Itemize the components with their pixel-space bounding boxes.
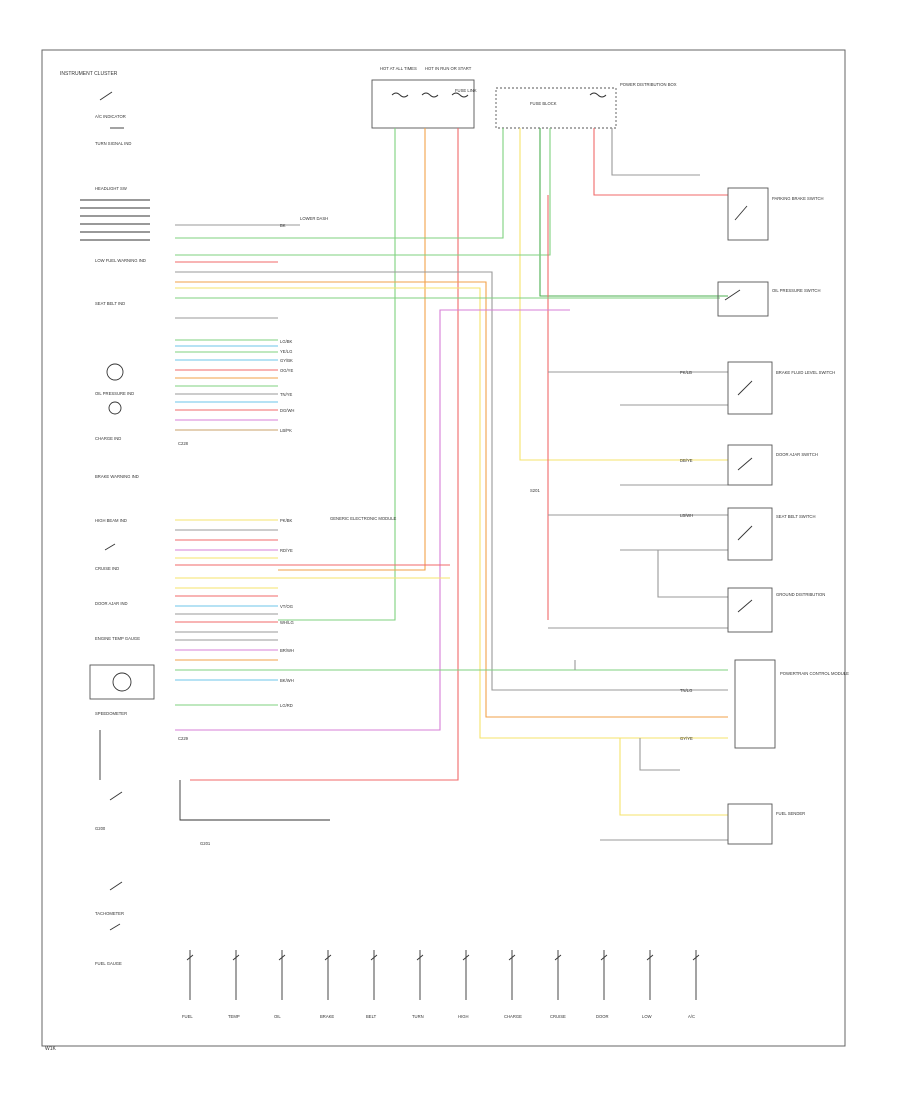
fuse-label-3: FUSE LINK [455, 88, 477, 93]
fuse-block-top: HOT AT ALL TIMES HOT IN RUN OR START FUS… [371, 66, 677, 129]
indicator-label: CHARGE [504, 1014, 522, 1019]
indicator-symbol [278, 954, 286, 961]
indicator-label: OIL [274, 1014, 281, 1019]
turn-signal-label: TURN SIGNAL IND [95, 141, 131, 146]
high-beam-label: HIGH BEAM IND [95, 518, 127, 523]
indicator-symbol [692, 954, 700, 961]
indicator-label: CRUISE [550, 1014, 566, 1019]
fuel-sender-label: FUEL SENDER [776, 811, 805, 816]
indicator-symbol [370, 954, 378, 961]
wire-code: BR/WH [280, 648, 294, 653]
connector-c229: C229 [178, 736, 189, 741]
power-dist-label: POWER DISTRIBUTION BOX [620, 82, 677, 87]
wire-code: LG/RD [280, 703, 293, 708]
wire-code: LB/PK [280, 428, 292, 433]
seat-belt-sw-label: SEAT BELT SWITCH [776, 514, 815, 519]
cruise-ind-label: CRUISE IND [95, 566, 119, 571]
pcm-label: POWERTRAIN CONTROL MODULE [780, 671, 849, 676]
ac-ind-label: A/C INDICATOR [95, 114, 126, 119]
left-cluster-column: INSTRUMENT CLUSTER A/C INDICATOR TURN SI… [60, 71, 155, 966]
wire-code: BK [280, 223, 286, 228]
parking-brake-label: PARKING BRAKE SWITCH [772, 196, 824, 201]
brake-ind-label: BRAKE WARNING IND [95, 474, 139, 479]
wire-code: DB/YE [680, 458, 693, 463]
indicator-label: TURN [412, 1014, 424, 1019]
wire-code: PK/LB [680, 370, 692, 375]
ground-wire [179, 780, 330, 821]
door-ajar-label: DOOR AJAR SWITCH [776, 452, 818, 457]
wire-code: LG/BK [280, 339, 293, 344]
indicator-symbol [416, 954, 424, 961]
wire-code: LB/WH [680, 513, 693, 518]
ground-dist-label: GROUND DISTRIBUTION [776, 592, 825, 597]
wire-code-labels: BK LG/BK YE/LG GY/BK OG/YE TN/YE DG/WH L… [280, 223, 693, 741]
wire-code: VT/OG [280, 604, 293, 609]
indicator-label: BELT [366, 1014, 377, 1019]
footer-code: W1K [45, 1046, 57, 1052]
brake-fluid-label: BRAKE FLUID LEVEL SWITCH [776, 370, 835, 375]
right-switches: PARKING BRAKE SWITCH OIL PRESSURE SWITCH… [717, 187, 849, 845]
indicator-label: HIGH [458, 1014, 468, 1019]
indicator-label: TEMP [228, 1014, 240, 1019]
connector-c228: C228 [178, 441, 189, 446]
wire-code: RD/YE [280, 548, 293, 553]
low-fuel-label: LOW FUEL WARNING IND [95, 258, 146, 263]
wire-code: YE/LG [280, 349, 292, 354]
indicator-label: A/C [688, 1014, 695, 1019]
wire-code: WH/LG [280, 620, 294, 625]
wire-code: GY/BK [280, 358, 293, 363]
indicator-label: LOW [642, 1014, 652, 1019]
oil-pressure-sw-label: OIL PRESSURE SWITCH [772, 288, 820, 293]
indicator-symbol [186, 954, 194, 961]
indicator-symbol [232, 954, 240, 961]
indicator-label: BRAKE [320, 1014, 334, 1019]
bottom-indicator-row: FUEL TEMP OIL BRAKE BELT TURN HIGH CHARGE CRUISE… [182, 950, 700, 1019]
charge-ind-label: CHARGE IND [95, 436, 121, 441]
fuel-gauge-label: FUEL GAUGE [95, 961, 122, 966]
wire-code: PK/BK [280, 518, 293, 523]
indicator-symbol [554, 954, 562, 961]
cluster-title: INSTRUMENT CLUSTER [60, 71, 118, 77]
engine-temp-label: ENGINE TEMP GAUGE [95, 636, 140, 641]
speedometer-label: SPEEDOMETER [95, 711, 127, 716]
wire-code: TN/LG [680, 688, 692, 693]
indicator-symbol [324, 954, 332, 961]
indicator-symbol [462, 954, 470, 961]
ground-g201: G201 [200, 841, 211, 846]
diagram-frame [41, 49, 846, 1047]
seat-belt-ind-label: SEAT BELT IND [95, 301, 125, 306]
indicator-label: FUEL [182, 1014, 193, 1019]
fuse-label-1: HOT AT ALL TIMES [380, 66, 417, 71]
ground-label-g200: G200 [95, 826, 106, 831]
wire-code: TN/YE [280, 392, 293, 397]
tachometer-label: TACHOMETER [95, 911, 124, 916]
fuse-label-2: HOT IN RUN OR START [425, 66, 472, 71]
wire-code: OG/YE [280, 368, 293, 373]
wire-code: GY/YE [680, 736, 693, 741]
splice-s201: S201 [530, 488, 540, 493]
indicator-label: DOOR [596, 1014, 609, 1019]
lower-dash-label: LOWER DASH [300, 216, 328, 221]
wire-group [175, 128, 728, 841]
door-ajar-ind-label: DOOR AJAR IND [95, 601, 128, 606]
wire-code: BK/WH [280, 678, 294, 683]
wire-code: DG/WH [280, 408, 294, 413]
headlight-label: HEADLIGHT SW [95, 186, 127, 191]
gem-label: GENERIC ELECTRONIC MODULE [330, 516, 397, 521]
fuse-block-label: FUSE BLOCK [530, 101, 557, 106]
indicator-symbol [646, 954, 654, 961]
indicator-symbol [600, 954, 608, 961]
oil-ind-label: OIL PRESSURE IND [95, 391, 134, 396]
indicator-symbol [508, 954, 516, 961]
